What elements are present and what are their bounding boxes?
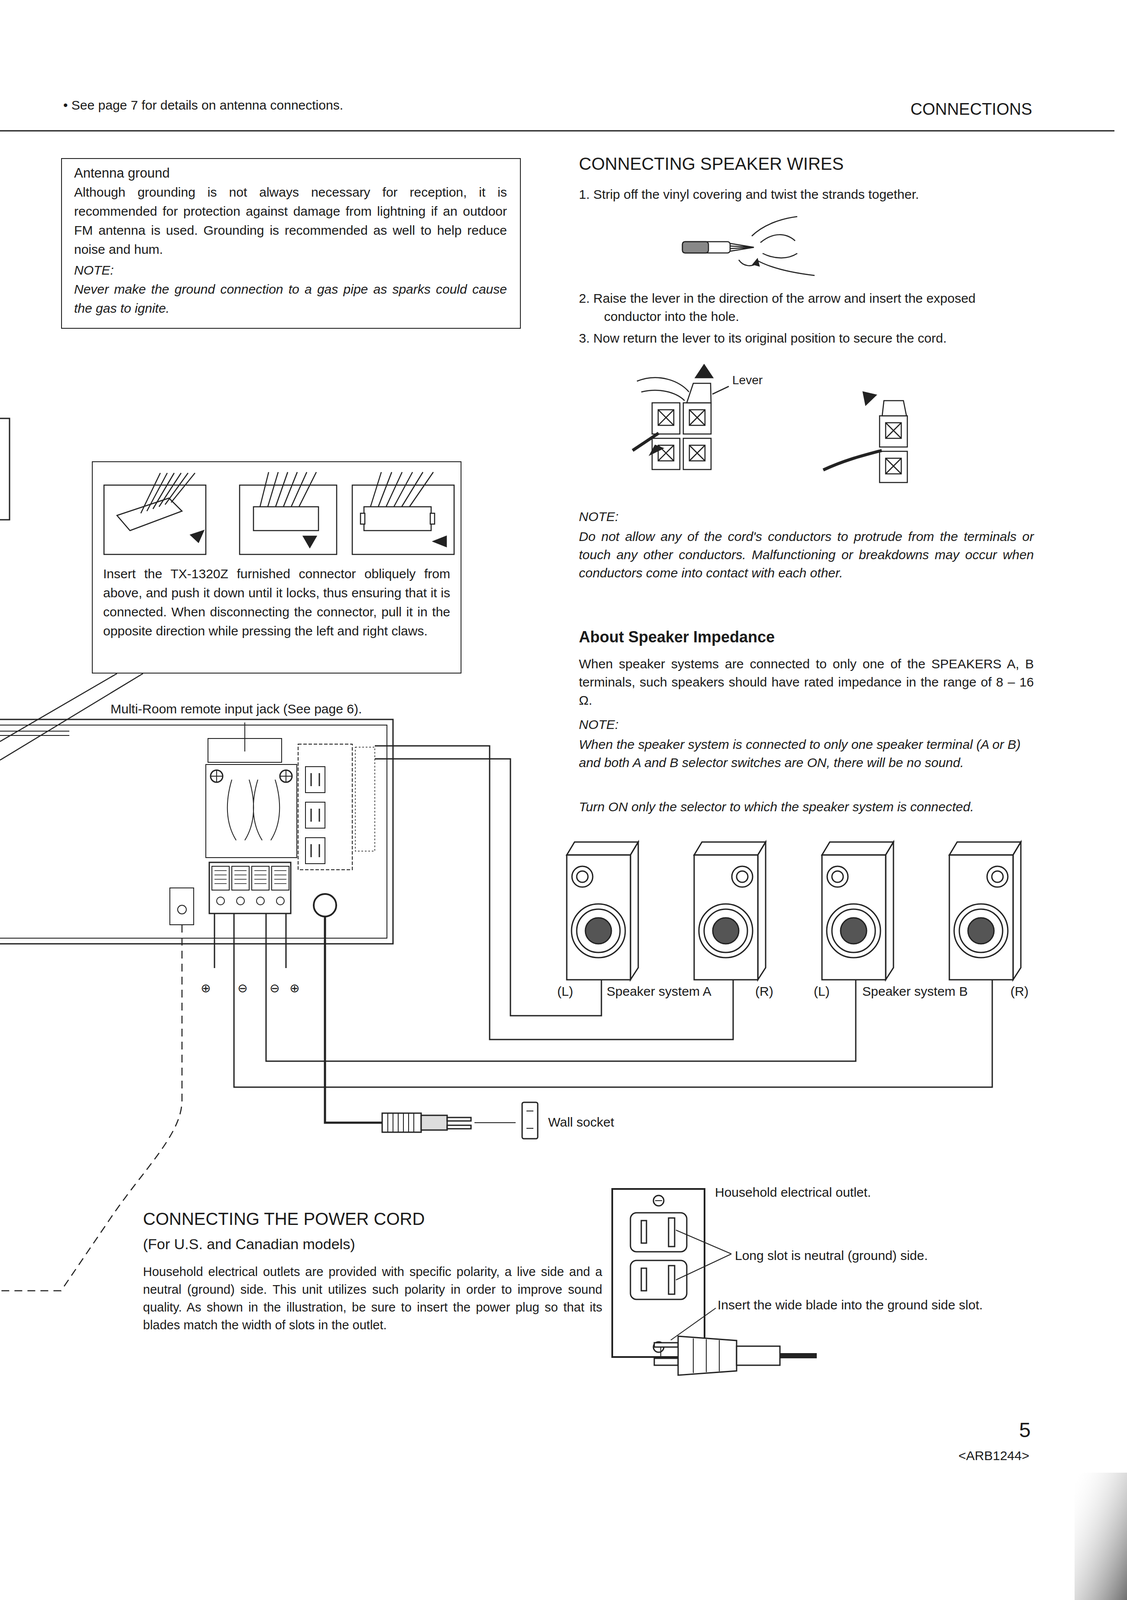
- power-cord: [324, 916, 538, 1140]
- page-number: 5: [1019, 1416, 1031, 1446]
- polarity-symbol: ⊖: [237, 980, 248, 998]
- polarity-symbol: ⊕: [200, 980, 211, 998]
- header-rule: [0, 130, 1115, 132]
- channel-label: (L): [813, 982, 830, 1001]
- wire-strip-figure: [682, 216, 815, 276]
- note-heading: NOTE:: [578, 507, 619, 527]
- speaker: [821, 842, 894, 981]
- callout-label: Multi-Room remote input jack (See page 6…: [110, 700, 362, 719]
- channel-label: (R): [755, 982, 774, 1001]
- callout-box: Insert the TX-1320Z furnished connector …: [91, 461, 462, 674]
- bracket: [0, 418, 10, 520]
- receiver-rear-panel: [0, 719, 393, 969]
- terminal-lever-figure: [632, 364, 908, 483]
- body-text: Household electrical outlets are provide…: [142, 1263, 603, 1335]
- part-label: Lever: [732, 371, 763, 389]
- speaker: [949, 842, 1021, 981]
- body-text: When speaker systems are connected to on…: [578, 655, 1034, 710]
- speaker-wire: [233, 746, 993, 1088]
- speaker: [694, 842, 766, 981]
- subsection-heading: About Speaker Impedance: [578, 626, 775, 649]
- speaker: [566, 842, 639, 981]
- connector-figure: [103, 472, 455, 555]
- speaker-label: Speaker system B: [862, 982, 968, 1001]
- section-heading: CONNECTING SPEAKER WIRES: [578, 151, 844, 176]
- note-box: Antenna groundAlthough grounding is not …: [61, 158, 521, 329]
- polarity-symbol: ⊖: [269, 980, 280, 998]
- section-subheading: (For U.S. and Canadian models): [142, 1234, 355, 1255]
- note-text: When the speaker system is connected to …: [578, 735, 1034, 773]
- part-label: Wall socket: [548, 1113, 614, 1132]
- callout-label: Insert the wide blade into the ground si…: [717, 1296, 983, 1315]
- channel-label: (R): [1010, 982, 1029, 1001]
- box-text: Although grounding is not always necessa…: [74, 182, 507, 260]
- section-heading: CONNECTING THE POWER CORD: [142, 1207, 425, 1232]
- speaker-label: Speaker system A: [606, 982, 712, 1001]
- callout-label: Household electrical outlet.: [714, 1183, 871, 1202]
- step-text: 3. Now return the lever to its original …: [578, 329, 1034, 348]
- callout-pointer: [0, 673, 143, 761]
- channel-label: (L): [557, 982, 574, 1001]
- document-code: <ARB1244>: [958, 1447, 1030, 1466]
- note-text: Do not allow any of the cord's conductor…: [578, 527, 1034, 583]
- note-heading: NOTE:: [578, 715, 619, 735]
- step-text: 2. Raise the lever in the direction of t…: [578, 289, 1034, 326]
- page-note: • See page 7 for details on antenna conn…: [63, 96, 344, 115]
- note-text: Never make the ground connection to a ga…: [74, 279, 507, 319]
- note-text: Turn ON only the selector to which the s…: [578, 798, 1034, 817]
- box-heading: Antenna ground: [74, 163, 507, 183]
- callout-text: Insert the TX-1320Z furnished connector …: [103, 564, 451, 641]
- step-text: 1. Strip off the vinyl covering and twis…: [578, 185, 1034, 204]
- section-header: CONNECTIONS: [910, 97, 1033, 121]
- scan-shadow: [1074, 1473, 1127, 1600]
- polarity-symbol: ⊕: [289, 980, 300, 998]
- note-heading: NOTE:: [74, 260, 507, 280]
- outlet-figure: [612, 1189, 817, 1376]
- callout-label: Long slot is neutral (ground) side.: [734, 1247, 928, 1266]
